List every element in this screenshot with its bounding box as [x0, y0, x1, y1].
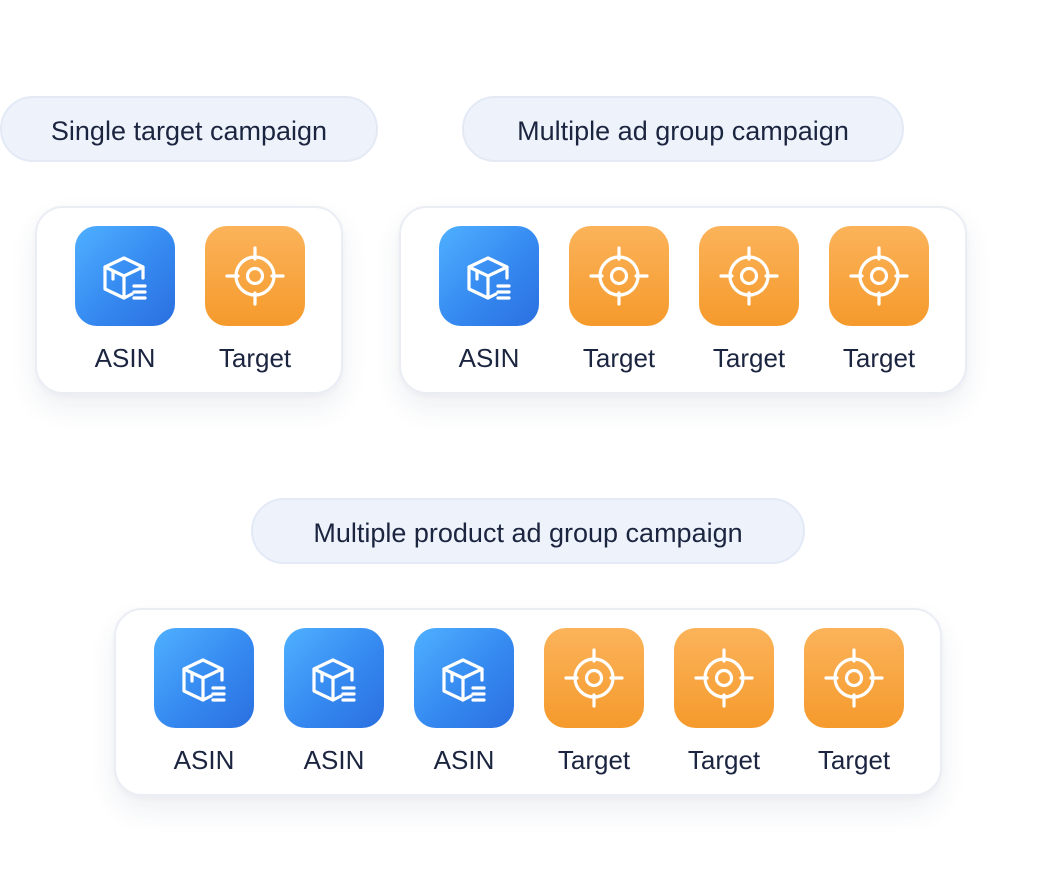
asin-node: ASIN: [65, 226, 185, 374]
target-label: Target: [712, 343, 786, 373]
crosshair-target-icon: [829, 226, 929, 326]
product-box-icon: [439, 226, 539, 326]
asin-node: ASIN: [404, 628, 524, 776]
crosshair-target-icon: [205, 226, 305, 326]
group-card-multiple-ad-group: ASIN Target Target: [399, 206, 967, 394]
target-node: Target: [689, 226, 809, 374]
target-node: Target: [664, 628, 784, 776]
target-node: Target: [195, 226, 315, 374]
group-card-single-target: ASIN Target: [35, 206, 343, 394]
asin-label: ASIN: [433, 745, 495, 775]
product-box-icon: [284, 628, 384, 728]
crosshair-target-icon: [544, 628, 644, 728]
asin-node: ASIN: [429, 226, 549, 374]
asin-node: ASIN: [144, 628, 264, 776]
target-label: Target: [842, 343, 916, 373]
target-label: Target: [218, 343, 292, 373]
crosshair-target-icon: [699, 226, 799, 326]
asin-label: ASIN: [94, 343, 156, 373]
target-node: Target: [559, 226, 679, 374]
crosshair-target-icon: [569, 226, 669, 326]
target-label: Target: [687, 745, 761, 775]
product-box-icon: [414, 628, 514, 728]
group-title-single-target: Single target campaign: [0, 96, 378, 162]
target-label: Target: [557, 745, 631, 775]
asin-label: ASIN: [458, 343, 520, 373]
asin-label: ASIN: [173, 745, 235, 775]
group-title-multiple-ad-group: Multiple ad group campaign: [462, 96, 904, 162]
asin-label: ASIN: [303, 745, 365, 775]
group-title-multiple-product-ad-group: Multiple product ad group campaign: [251, 498, 805, 564]
target-node: Target: [819, 226, 939, 374]
crosshair-target-icon: [804, 628, 904, 728]
product-box-icon: [75, 226, 175, 326]
asin-node: ASIN: [274, 628, 394, 776]
product-box-icon: [154, 628, 254, 728]
target-node: Target: [534, 628, 654, 776]
target-label: Target: [582, 343, 656, 373]
group-card-multiple-product-ad-group: ASIN ASIN ASIN: [114, 608, 942, 796]
target-node: Target: [794, 628, 914, 776]
target-label: Target: [817, 745, 891, 775]
crosshair-target-icon: [674, 628, 774, 728]
